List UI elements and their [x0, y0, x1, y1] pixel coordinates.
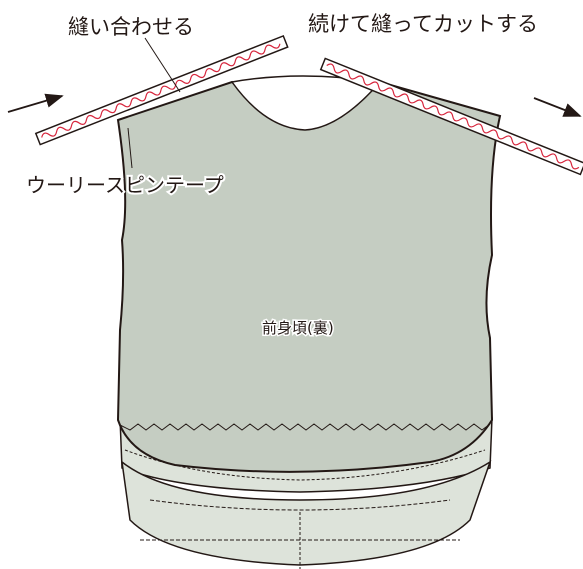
label-woolly-spin-tape: ウーリースピンテープ — [26, 173, 224, 197]
hem-overlock-curve — [124, 449, 486, 481]
label-continue-sew-cut: 続けて縫ってカットする — [308, 12, 538, 36]
right-tape-stitch — [326, 63, 580, 170]
front-body-panel — [116, 80, 502, 473]
leader-woolly-tape — [127, 127, 133, 169]
neckline-facing — [230, 75, 382, 131]
lower-back-panel — [121, 460, 492, 566]
label-sew-together: 縫い合わせる — [68, 15, 194, 39]
hem-overlock-top — [119, 423, 491, 431]
left-tape-stitch — [41, 43, 281, 138]
label-front-body-reverse: 前身頃(裏) — [262, 319, 334, 337]
lower-overlock-band-2 — [149, 499, 451, 511]
arrow-right-icon — [533, 97, 582, 117]
arrow-right-icon — [7, 93, 64, 113]
left-shoulder-tape — [34, 34, 289, 146]
leader-sew-together — [144, 37, 181, 93]
